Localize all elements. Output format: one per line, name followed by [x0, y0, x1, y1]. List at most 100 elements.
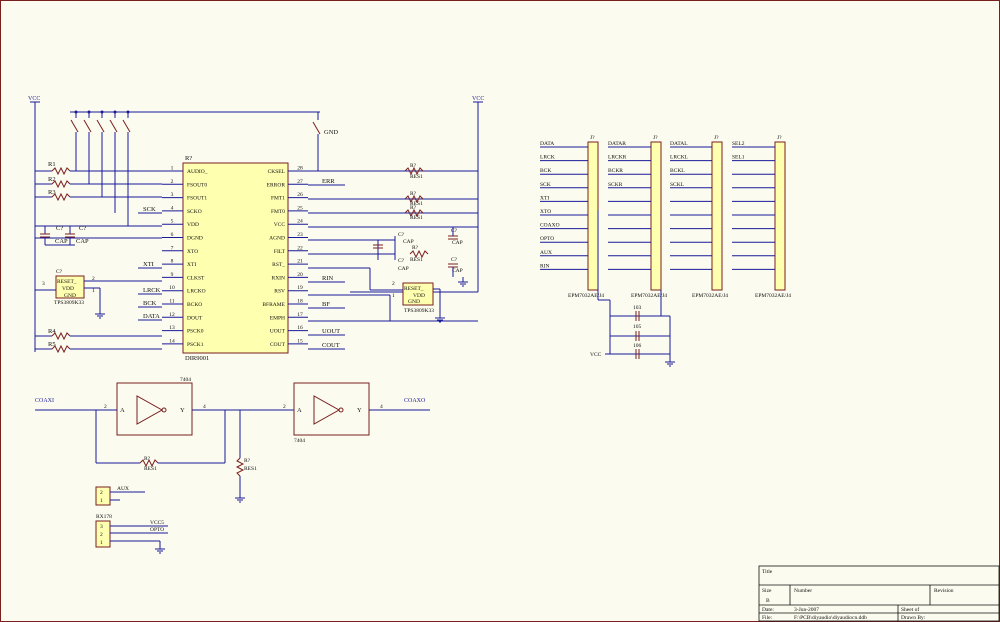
vcc-label-right: VCC	[472, 96, 484, 102]
buffer-2-pin-in: 2	[283, 404, 286, 410]
reset-right-pin-gnd: GND	[408, 299, 420, 305]
net-err: ERR	[322, 178, 335, 185]
dip-switch	[96, 110, 105, 197]
dir9001-ref: R?	[185, 155, 192, 162]
ic-pin-number: 28	[297, 166, 303, 172]
ic-pin-name: FILT	[274, 249, 286, 255]
cap-right-3-label: CAP	[452, 268, 463, 274]
ic-pin-name: LRCKO	[187, 289, 206, 295]
cpld-signal-label: DATA	[540, 141, 554, 147]
cpld-signal-label: LRCKR	[608, 155, 627, 161]
buffer-2-in-label: A	[297, 407, 302, 414]
ic-pin-name: AGND	[269, 236, 285, 242]
ic-pin-number: 20	[297, 272, 303, 278]
r-right-2-label: RES1	[410, 201, 423, 207]
r2-label: R2	[48, 176, 56, 183]
cap-right-1-ref: C?	[398, 232, 405, 238]
ic-pin-number: 5	[171, 219, 174, 225]
cpld-ref: J?	[653, 135, 658, 141]
date-label: Date:	[762, 607, 774, 613]
r4-label: R4	[48, 328, 56, 335]
reset-left-pin-gnd: GND	[64, 293, 76, 299]
r5-label: R5	[48, 341, 56, 348]
ic-pin-number: 14	[169, 338, 175, 344]
ic-pin-number: 26	[297, 192, 303, 198]
ic-pin-number: 2	[171, 179, 174, 185]
aux-pin-1: 1	[100, 498, 103, 504]
aux-connector: 2 1 AUX	[95, 486, 145, 506]
cap-label-left-2: CAP	[76, 238, 89, 245]
ic-pin-name: SCKO	[187, 209, 202, 215]
shunt-r-ref: R?	[244, 458, 251, 464]
dir9001-part: DIR9001	[185, 355, 209, 362]
reset-ic-left: RESET_ VDD GND TPS3809K33 C? 2 1 3	[35, 269, 162, 312]
cap-ref-left-2: C?	[79, 225, 86, 232]
ic-pin-name: FSOUT0	[187, 182, 207, 188]
ic-pin-number: 16	[297, 325, 303, 331]
ic-pin-name: PSCK1	[187, 342, 204, 348]
cap-label-left-1: CAP	[55, 238, 68, 245]
ic-pin-number: 17	[297, 312, 303, 318]
cpld-signal-label: SCKL	[670, 182, 685, 188]
rx-pin-3: 3	[100, 524, 103, 530]
ic-pin-number: 6	[171, 232, 174, 238]
reset-left-pin3-num: 3	[42, 281, 45, 287]
cap-106-label: 106	[633, 343, 642, 349]
buffer-1-pin-out: 4	[203, 404, 206, 410]
buffer-1-in-label: A	[120, 407, 125, 414]
cap-right-4-ref: C?	[398, 258, 405, 264]
cpld-part: EPM7032AE/J4	[568, 293, 604, 299]
ic-pin-name: ERROR	[267, 182, 286, 188]
ic-pin-name: RSV	[274, 289, 285, 295]
date-value: 3-Jun-2007	[794, 607, 819, 613]
dip-switch	[109, 110, 118, 213]
buffer-1-pin-in: 2	[104, 404, 107, 410]
cpld-ref: J?	[590, 135, 595, 141]
reset-right-pin-reset: RESET_	[404, 286, 424, 292]
cpld-signal-label: COAXO	[540, 223, 560, 229]
ic-pin-name: FMT0	[271, 209, 285, 215]
dip-switch	[122, 110, 131, 226]
ic-pin-number: 12	[169, 312, 175, 318]
net-sck: SCK	[143, 206, 156, 213]
cap-right-4-label: CAP	[398, 266, 409, 272]
net-bf: BF	[322, 301, 330, 308]
ic-pin-name: RXIN	[272, 275, 285, 281]
size-label: Size	[762, 588, 772, 594]
cpld-signal-label: LRCK	[540, 155, 555, 161]
reset-right-pin1-num: 1	[392, 293, 395, 299]
cpld-signal-label: LRCKL	[670, 155, 689, 161]
cpld-signal-label: XTI	[540, 195, 549, 201]
file-label: File:	[762, 615, 773, 621]
buffer-1-part: 7404	[180, 377, 191, 383]
buffer-2-pin-out: 4	[380, 404, 383, 410]
cpld-part: EPM7032AE/J4	[755, 293, 791, 299]
feedback-r-label: RES1	[144, 466, 157, 472]
net-lrck: LRCK	[143, 287, 161, 294]
ic-pin-name: DGND	[187, 236, 203, 242]
ic-pin-number: 3	[171, 192, 174, 198]
r-right-4-ref: R?	[412, 245, 419, 251]
reset-right-pin-vdd: VDD	[413, 293, 425, 299]
ic-pin-name: DOUT	[187, 315, 203, 321]
cpld-signal-label: BCKR	[608, 168, 623, 174]
reset-left-pin1-num: 1	[92, 288, 95, 294]
left-caps: CAP C? CAP C?	[40, 225, 89, 246]
r3-label: R3	[48, 189, 56, 196]
cpld-signal-label: BCKL	[670, 168, 685, 174]
ic-pin-name: RST_	[272, 262, 285, 268]
file-value: F:\PCB\diyaudio\diyaudiocn.ddb	[794, 615, 867, 621]
r-right-3-ref: R?	[410, 205, 417, 211]
number-label: Number	[794, 588, 812, 594]
